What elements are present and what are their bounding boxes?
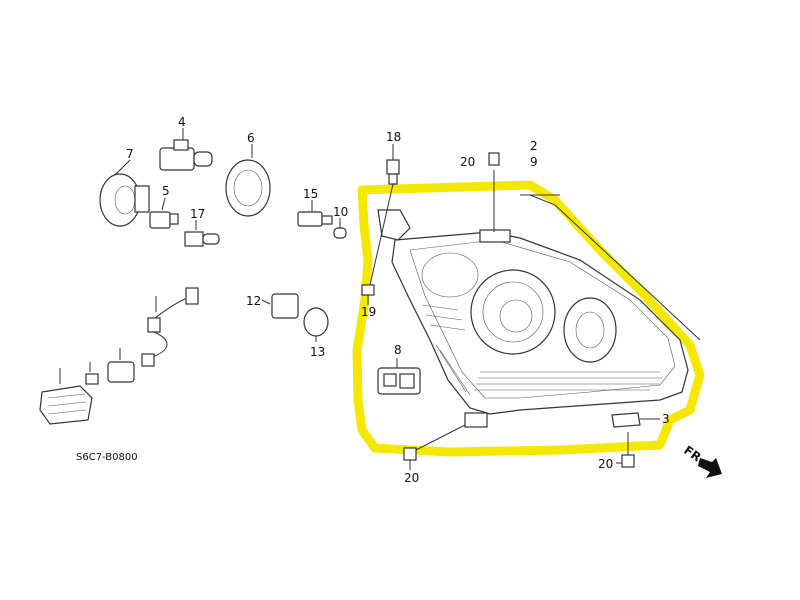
bulb-10	[333, 218, 347, 239]
seal-6	[225, 144, 271, 217]
bulb-13	[303, 307, 329, 342]
leveling-actuator-8	[377, 358, 421, 395]
headlight-assembly	[377, 152, 701, 428]
callout-5: 5	[162, 184, 170, 198]
callout-4: 4	[178, 115, 186, 129]
socket-15	[297, 200, 333, 227]
callout-7: 7	[126, 147, 134, 161]
callout-10: 10	[333, 205, 348, 219]
bolt-20-lower	[403, 424, 466, 470]
side-marker-socket	[85, 348, 135, 385]
clip-19	[361, 284, 375, 296]
socket-5	[149, 197, 179, 229]
callout-17: 17	[190, 207, 205, 221]
callout-6: 6	[247, 131, 255, 145]
callout-18: 18	[386, 130, 401, 144]
callout-12: 12	[246, 294, 261, 308]
wiring-harness	[141, 287, 199, 367]
socket-7	[99, 159, 150, 227]
callout-9: 9	[530, 155, 538, 169]
front-arrow: FR.	[681, 443, 722, 478]
bolt-20-right	[616, 432, 635, 468]
callout-19: 19	[361, 305, 376, 319]
diagram-code: S6C7-B0800	[76, 452, 138, 463]
lens-ribs	[421, 304, 662, 396]
callout-3: 3	[662, 412, 670, 426]
bulb-17	[184, 220, 220, 247]
side-marker-lamp	[39, 368, 93, 425]
callout-20-top: 20	[460, 155, 475, 169]
bulb-4	[159, 128, 213, 171]
callout-2: 2	[530, 139, 538, 153]
callout-20-right: 20	[598, 457, 613, 471]
callout-13: 13	[310, 345, 325, 359]
socket-12	[261, 293, 299, 319]
highlight-outline	[352, 180, 705, 457]
callout-20-lower: 20	[404, 471, 419, 485]
callout-8: 8	[394, 343, 402, 357]
clip-18	[369, 144, 400, 286]
callout-15: 15	[303, 187, 318, 201]
clip-3	[611, 412, 660, 428]
